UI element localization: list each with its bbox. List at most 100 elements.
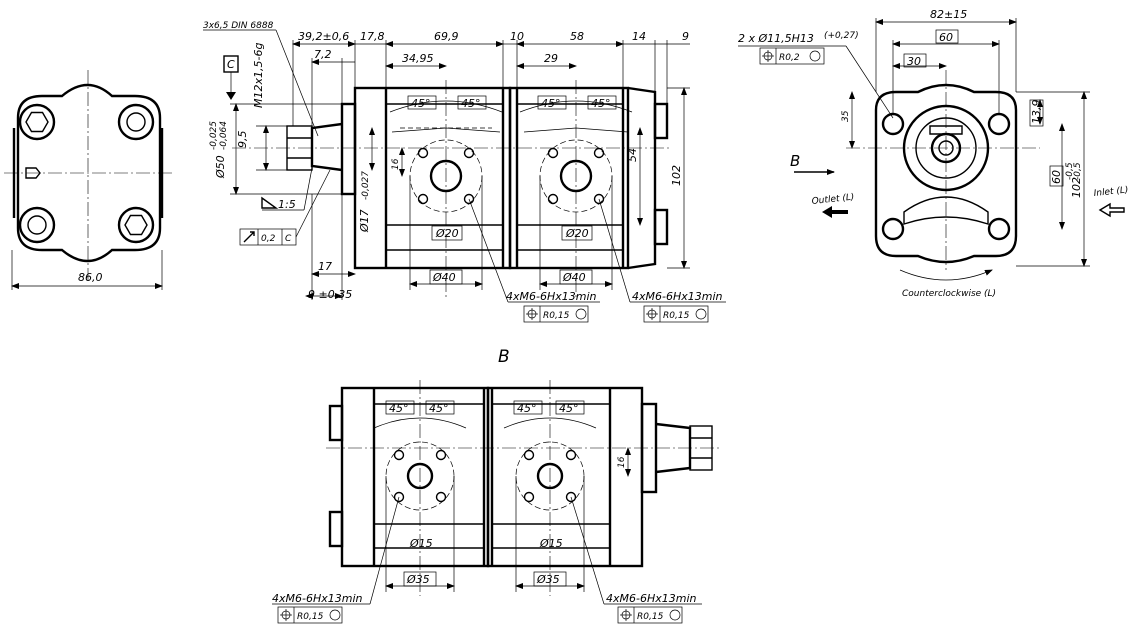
front-bore-2 (559, 159, 593, 193)
front-body-pump2 (508, 86, 630, 270)
right-view-dim60v: 60 (1050, 170, 1063, 184)
left-view-outline (16, 83, 162, 263)
front-dia50-tol-lower: -0,064 (219, 121, 229, 150)
view-b-angle-3: 45° (517, 402, 537, 415)
front-view: 45° 45° 45° 45° 39,2±0,6 17,8 69,9 10 58… (203, 21, 726, 323)
right-view-width: 82±15 (930, 8, 967, 21)
front-thread-spec: 3x6,5 DIN 6888 (203, 21, 274, 31)
outlet-arrow-icon (822, 206, 848, 218)
front-thread-note-2: 4xM6-6Hx13min (632, 290, 723, 303)
front-angle-2: 45° (461, 97, 481, 110)
front-thread-m12: M12x1,5-6g (252, 43, 265, 108)
right-view-outlet: Outlet (L) (811, 193, 855, 207)
right-view-bolt-holes: 2 x Ø11,5H13 (738, 32, 814, 45)
view-b-bore-dim-1: Ø15 (409, 537, 433, 550)
front-dim-102: 102 (670, 165, 683, 186)
view-b-thread-note-2: 4xM6-6Hx13min (606, 592, 697, 605)
front-dim-39-2: 39,2±0,6 (298, 30, 349, 43)
front-body-pump1 (353, 86, 512, 270)
right-view-inlet-slot (903, 196, 989, 225)
view-b-angle-4: 45° (559, 402, 579, 415)
right-view-outline (874, 83, 1018, 264)
view-b: B (272, 347, 722, 624)
view-b-pos-tol-2: R0,15 (637, 612, 664, 622)
front-pos-tol-1: R0,15 (543, 311, 570, 321)
front-dim-9: 9 (682, 30, 689, 43)
front-angle-3: 45° (541, 97, 561, 110)
front-dim-34-95: 34,95 (402, 52, 434, 65)
front-dim-9-5: 9,5 (236, 131, 249, 149)
front-dim-10: 10 (510, 30, 524, 43)
right-view-hole-bl (881, 217, 905, 241)
front-port-top (653, 102, 669, 140)
view-b-pos-tol-1: R0,15 (297, 612, 324, 622)
right-view-dim102: 102 (1070, 177, 1083, 198)
front-dim-dia50: Ø50 (214, 155, 227, 179)
right-view-dim30: 30 (907, 55, 921, 68)
front-dim-58: 58 (570, 30, 584, 43)
front-dim-69-9: 69,9 (434, 30, 459, 43)
view-b-angle-2: 45° (429, 402, 449, 415)
front-dim-7-2: 7,2 (314, 48, 332, 61)
front-dim-dia17: Ø17 (358, 209, 371, 233)
front-flange (340, 102, 357, 196)
front-runout-datum: C (285, 234, 292, 244)
right-view-dim102-tol-upper: -0,5 (1065, 162, 1075, 180)
right-view-label-b: B (790, 152, 800, 170)
front-dim-9-tol: 9 ±0,35 (308, 288, 352, 301)
right-view-pos-tol: R0,2 (779, 53, 800, 63)
right-view-rotation: Counterclockwise (L) (902, 289, 996, 299)
right-view-dim35: 35 (841, 110, 851, 122)
front-pos-tol-2: R0,15 (663, 311, 690, 321)
front-dim-17: 17 (318, 260, 332, 273)
front-dim-17-8: 17,8 (360, 30, 385, 43)
view-b-angle-1: 45° (389, 402, 409, 415)
runout-arrow-icon (243, 231, 255, 243)
right-view-bolt-holes-tol: (+0,27) (824, 31, 859, 41)
front-bolt-circle-1: Ø40 (432, 271, 456, 284)
left-view-hole-tr (117, 103, 155, 141)
front-bolt-circle-2: Ø40 (562, 271, 586, 284)
left-view-hole-br (117, 206, 155, 244)
view-b-title: B (498, 347, 510, 367)
front-port-bottom (653, 208, 669, 246)
right-view-hole-tl (881, 112, 905, 136)
left-view-arrow-icon (25, 167, 41, 179)
front-taper: 1:5 (278, 198, 296, 211)
front-bore-dim-2: Ø20 (565, 227, 589, 240)
view-b-bolt-circle-1: Ø35 (406, 573, 430, 586)
front-dim-16: 16 (391, 158, 401, 170)
front-datum-label: C (227, 58, 235, 71)
view-b-bore-2 (536, 462, 564, 490)
front-dim-29: 29 (544, 52, 558, 65)
left-view-hole-tl (18, 103, 56, 141)
right-view-dim102-tol-lower: -0,5 (1073, 162, 1083, 180)
front-dia17-tol: -0,027 (361, 171, 371, 200)
inlet-arrow-icon (1098, 202, 1125, 218)
view-b-port-bottom (328, 510, 344, 548)
front-dim-14: 14 (632, 30, 646, 43)
right-view-hole-tr (987, 112, 1011, 136)
left-end-view: 86,0 (4, 70, 172, 290)
view-b-thread-note-1: 4xM6-6Hx13min (272, 592, 363, 605)
front-end-cap (627, 86, 657, 270)
front-thread-note-1: 4xM6-6Hx13min (506, 290, 597, 303)
front-runout-value: 0,2 (261, 234, 276, 244)
view-b-port-top (328, 404, 344, 442)
front-angle-1: 45° (411, 97, 431, 110)
left-view-hex-nut-tl (25, 111, 49, 133)
left-view-width-dim: 86,0 (78, 271, 103, 284)
right-end-view: 82±15 60 30 2 x Ø11,5H13 (+0,27) R0,2 35… (738, 8, 1129, 299)
right-view-shaft-boss (902, 104, 990, 192)
right-view-hole-br (987, 217, 1011, 241)
right-view-dim13-9: 13,9 (1030, 100, 1043, 125)
left-view-hex-nut-br (124, 214, 148, 236)
left-view-hole-bl (18, 206, 56, 244)
view-b-dim16: 16 (617, 456, 627, 468)
front-shaft (310, 122, 343, 172)
front-dim-54: 54 (626, 148, 639, 162)
right-view-inlet: Inlet (L) (1093, 185, 1129, 199)
front-angle-4: 45° (591, 97, 611, 110)
view-b-bore-1 (406, 462, 434, 490)
